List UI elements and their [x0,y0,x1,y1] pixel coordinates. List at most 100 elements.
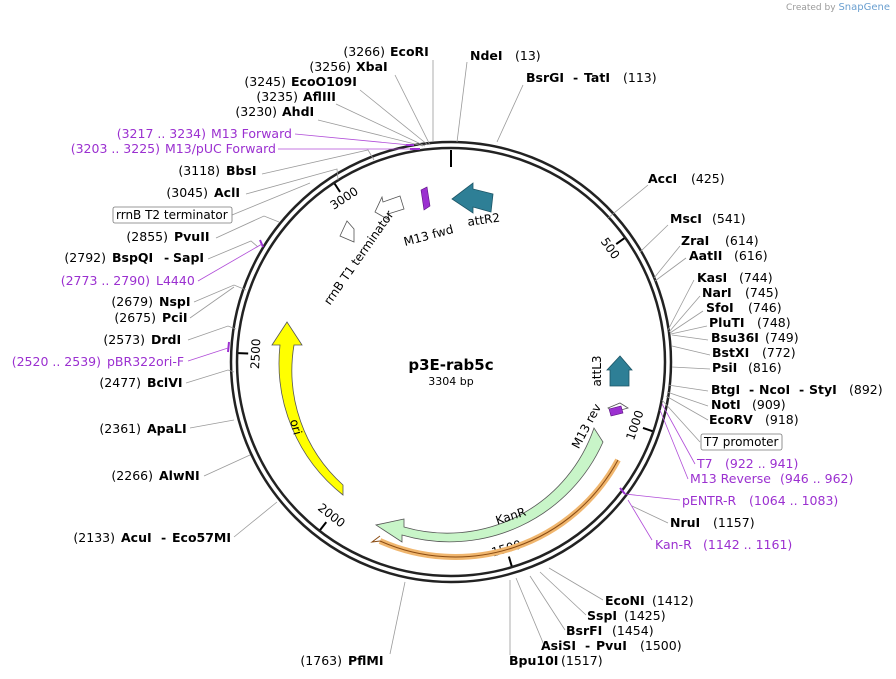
site-pvui-sep: - [585,638,590,653]
leader-apali [189,419,235,429]
site-pflmi: PflMI [348,653,384,668]
leader-xbai [394,74,431,146]
leader-bclvi [185,369,235,384]
site-acui: AcuI [121,530,152,545]
leader-msci [639,224,669,253]
pos-msci: (541) [712,211,746,226]
range-m13-reverse: (946 .. 962) [780,471,853,486]
rrnb-t2-box [112,206,233,224]
leader-sfoi [669,310,704,334]
site-nari: NarI [702,285,732,300]
pos-bsu36i: (749) [765,330,799,345]
leader-bsrgi [496,84,524,143]
site-econi: EcoNI [605,593,645,608]
primer-m13-reverse: M13 Reverse [690,471,771,486]
site-xbai: XbaI [356,59,388,74]
pos-nrui: (1157) [713,515,755,530]
pos-acui: (2133) [73,530,115,545]
m13-fwd-feature [420,186,431,211]
site-styi: StyI [809,382,837,397]
pbr322ori-f-mark [227,341,230,353]
pos-drdi: (2573) [103,332,145,347]
pos-btgi: (892) [849,382,883,397]
rrnb-t1-arrow-1 [374,195,405,221]
leader-btgi [667,384,709,392]
site-styi-sep: - [799,382,804,397]
pos-pvuii: (2855) [126,229,168,244]
site-ahdi: AhdI [282,104,314,119]
snapgene-logo: SnapGene [838,2,890,13]
leader-nrui [631,505,669,524]
range-pbr322ori-f: (2520 .. 2539) [12,354,101,369]
pos-psii: (816) [748,360,782,375]
plasmid-size: 3304 bp [428,375,473,388]
primer-kan-r: Kan-R [655,537,692,552]
site-sapi: SapI [173,250,204,265]
kanr-feature [374,427,604,543]
rrnb-t1-arrow-2 [339,220,355,243]
leader-t7-promoter [661,399,701,443]
leader-pluti [670,325,708,335]
pos-bsrfi: (1454) [612,623,654,638]
site-tati-sep: - [573,70,578,85]
leader-zrai [653,245,681,279]
tick-mark-1000 [642,427,653,433]
plasmid-name: p3E-rab5c [408,356,493,374]
leader-aatii [654,257,687,282]
site-apali: ApaLI [147,421,187,436]
pos-afliii: (3235) [256,89,298,104]
pos-ahdi: (3230) [235,104,277,119]
site-eco57mi: Eco57MI [172,530,231,545]
leader-ndei [456,61,468,143]
leader-m13-forward [294,133,411,146]
leader-psii [671,366,711,370]
pentr-r-mark [619,487,626,495]
leader-acli [245,168,339,195]
pos-asisi: (1500) [640,638,682,653]
leader-noti [666,391,709,407]
pos-ecori: (3266) [343,44,385,59]
attr2-feature [451,182,494,214]
site-sspi: SspI [587,608,617,623]
leader-pbr322ori [187,347,229,362]
site-sapi-sep: - [164,250,169,265]
pos-bpu10i: (1517) [561,653,603,668]
tick-mark-3000 [333,183,341,193]
site-msci: MscI [670,211,702,226]
leader-asisi [515,577,545,646]
site-asisi: AsiSI [541,638,576,653]
site-noti: NotI [711,397,741,412]
leader-bspqi [207,240,259,260]
site-pvuii: PvuII [174,229,210,244]
pos-sspi: (1425) [624,608,666,623]
site-bclvi: BclVI [147,375,183,390]
leader-t7 [661,403,696,465]
pos-pluti: (748) [757,315,791,330]
pos-sfoi: (746) [748,300,782,315]
leader-bsrfi [529,575,566,631]
site-acci: AccI [648,171,677,186]
leader-kasi [667,279,695,331]
leader-bstxi [671,345,711,356]
site-nrui: NruI [670,515,700,530]
site-kasi: KasI [697,270,727,285]
site-ncoi-sep: - [749,382,754,397]
tick-label-500: 500 [598,235,623,262]
range-m13-puc-forward: (3203 .. 3225) [71,141,160,156]
tick-mark-500 [615,237,625,245]
rrnb-t2-label: rrnB T2 terminator [116,208,228,222]
site-drdi: DrdI [151,332,181,347]
pos-bbsi: (3118) [178,163,220,178]
m13-rev-feature [608,405,624,417]
range-m13-forward: (3217 .. 3234) [117,126,206,141]
primer-pentr-r: pENTR-R [682,493,737,508]
pos-nari: (745) [745,285,779,300]
leader-kan-r [627,499,653,541]
site-bsrfi: BsrFI [566,623,602,638]
leader-bbsi [261,149,375,175]
site-btgi: BtgI [711,382,740,397]
site-bstxi: BstXI [712,345,749,360]
attr2-label: attR2 [466,211,500,229]
site-pcii: PciI [162,310,188,325]
site-psii: PsiI [712,360,737,375]
